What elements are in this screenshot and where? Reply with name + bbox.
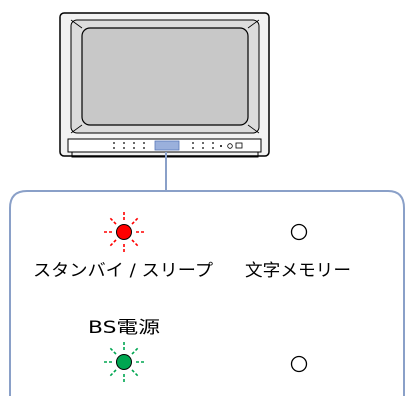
bs-power-indicator — [104, 342, 144, 382]
text-memory-label: 文字メモリー — [245, 261, 351, 281]
tv-front-buttons — [113, 142, 243, 149]
standby-sleep-indicator — [104, 212, 144, 252]
tv-indicator-panel — [154, 140, 180, 151]
standby-glow-rays — [104, 212, 144, 252]
tv-screen — [81, 27, 249, 126]
standby-led — [116, 224, 132, 240]
bottom-right-led — [290, 355, 308, 373]
bs-glow-rays — [104, 342, 144, 382]
tv-bezel-corners — [70, 19, 260, 134]
text-memory-led — [290, 223, 308, 241]
bs-power-label: BS電源 — [88, 318, 160, 338]
standby-sleep-label: スタンバイ / スリープ — [33, 261, 213, 281]
bs-power-led — [116, 354, 132, 370]
callout-frame — [9, 190, 405, 396]
television — [59, 12, 270, 158]
